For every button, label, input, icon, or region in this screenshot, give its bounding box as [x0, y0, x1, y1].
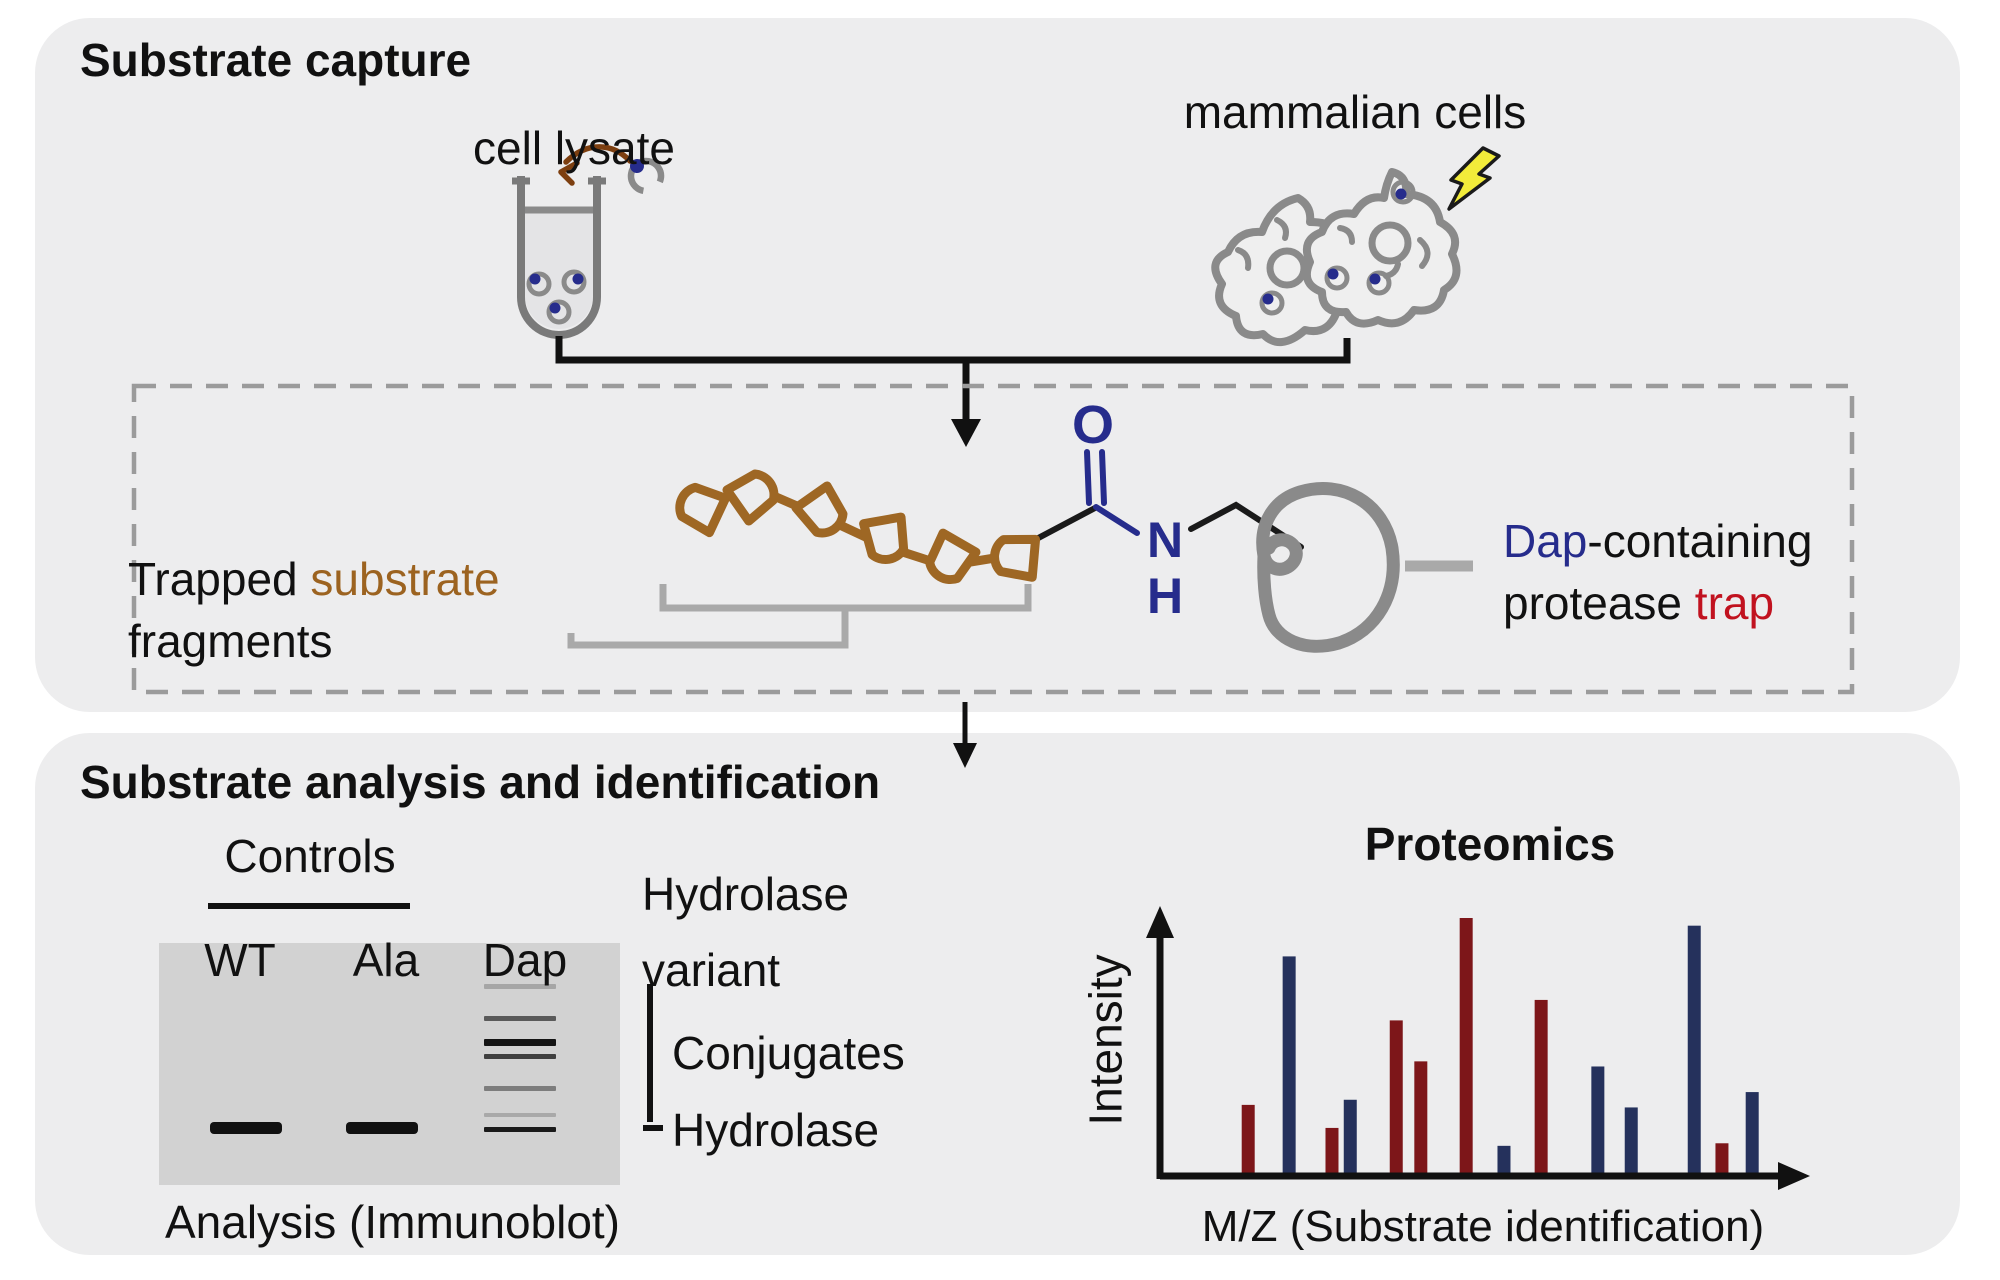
- trapped-word: Trapped: [128, 553, 311, 605]
- hydrolase-variant-label: Hydrolase variant: [642, 856, 849, 1008]
- containing-word: -containing: [1587, 515, 1813, 567]
- controls-underline: [208, 903, 410, 909]
- lane-label-dap: Dap: [482, 934, 568, 986]
- substrate-word: substrate: [310, 553, 500, 605]
- cell-lysate-label: cell lysate: [473, 122, 675, 174]
- hydrolase-band-label: Hydrolase: [672, 1104, 880, 1156]
- trapped-fragments-label: Trapped substrate fragments: [128, 548, 500, 672]
- hydrogen-atom-label: H: [1146, 568, 1184, 624]
- proteomics-title: Proteomics: [1364, 818, 1616, 870]
- mz-axis-label: M/Z (Substrate identification): [1201, 1202, 1765, 1251]
- conjugates-label: Conjugates: [672, 1027, 905, 1079]
- nitrogen-atom-label: N: [1146, 512, 1184, 568]
- intensity-axis-label: Intensity: [1079, 954, 1132, 1126]
- panel2-title: Substrate analysis and identification: [80, 756, 881, 808]
- panel1-title: Substrate capture: [80, 34, 472, 86]
- lane-label-ala: Ala: [352, 934, 420, 986]
- hydrolase-variant-line2: variant: [642, 944, 781, 996]
- protease-word: protease: [1503, 577, 1695, 629]
- trap-word: trap: [1694, 577, 1775, 629]
- dap-trap-label: Dap-containing protease trap: [1503, 510, 1812, 634]
- mammalian-cells-label: mammalian cells: [1183, 86, 1527, 138]
- dap-word: Dap: [1503, 515, 1588, 567]
- immunoblot-caption: Analysis (Immunoblot): [164, 1196, 621, 1248]
- substrate-analysis-panel: [35, 733, 1960, 1255]
- lane-label-wt: WT: [204, 934, 276, 986]
- controls-label: Controls: [224, 830, 396, 882]
- fragments-word: fragments: [128, 615, 333, 667]
- oxygen-atom-label: O: [1071, 395, 1114, 455]
- hydrolase-variant-line1: Hydrolase: [642, 868, 850, 920]
